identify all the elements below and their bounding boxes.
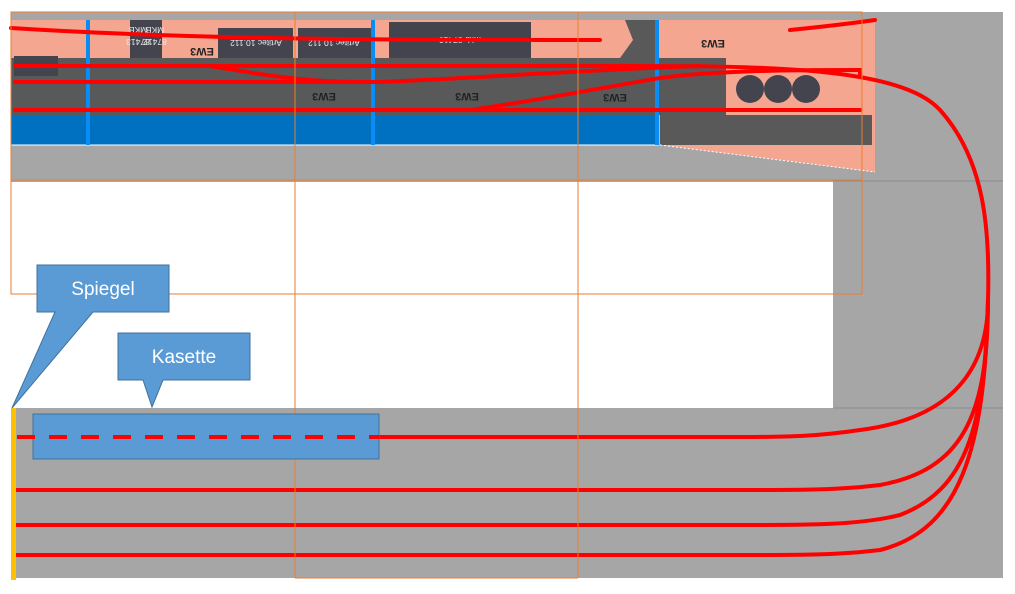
building-plate-mkb: [130, 20, 162, 58]
building-plate-artitec-2: [298, 28, 371, 58]
track-line: [13, 64, 991, 302]
callout-label: Spiegel: [71, 279, 134, 300]
tank-circle: [736, 75, 764, 103]
track-line: [378, 64, 702, 84]
plate-label: MKB: [145, 25, 164, 35]
tank-circle: [792, 75, 820, 103]
plate-label: MKB: [128, 25, 147, 35]
water-strip: [11, 115, 659, 145]
ew-label: EW3: [455, 90, 479, 102]
callout-spiegel: Spiegel: [11, 264, 170, 409]
track-line: [788, 18, 877, 32]
callout-kasette: Kasette: [117, 332, 251, 409]
track-line: [743, 298, 990, 439]
ew-label: EW3: [701, 37, 725, 49]
callout-shape: [11, 264, 170, 409]
mirror-strip: [11, 408, 16, 580]
ew-label: EW3: [312, 90, 336, 102]
cassette: [17, 413, 380, 460]
grid-rect: [10, 11, 863, 295]
plate-label: Artitec 10.112: [308, 38, 360, 48]
callout-shape: [117, 332, 251, 409]
tracks: [9, 18, 991, 557]
plate-label: 87412: [143, 37, 167, 47]
diagonal-wedge: [620, 20, 655, 58]
ew-label: EW3: [603, 91, 627, 103]
track-line: [743, 298, 990, 557]
track-line: [468, 68, 862, 112]
callout-label: Kasette: [152, 347, 216, 368]
platform-right: [660, 115, 872, 145]
tank-circle: [764, 75, 792, 103]
plate-label: 87413: [126, 37, 150, 47]
board-right: [833, 180, 1003, 410]
track-line: [208, 64, 362, 84]
grid-overlay: [10, 11, 863, 579]
plate-label: Artitec 10.112: [230, 38, 282, 48]
building-plate-artitec-1: [218, 28, 293, 58]
track-line: [9, 26, 602, 42]
ew-label: EW3: [190, 45, 214, 57]
dotted-edge: [659, 144, 876, 173]
